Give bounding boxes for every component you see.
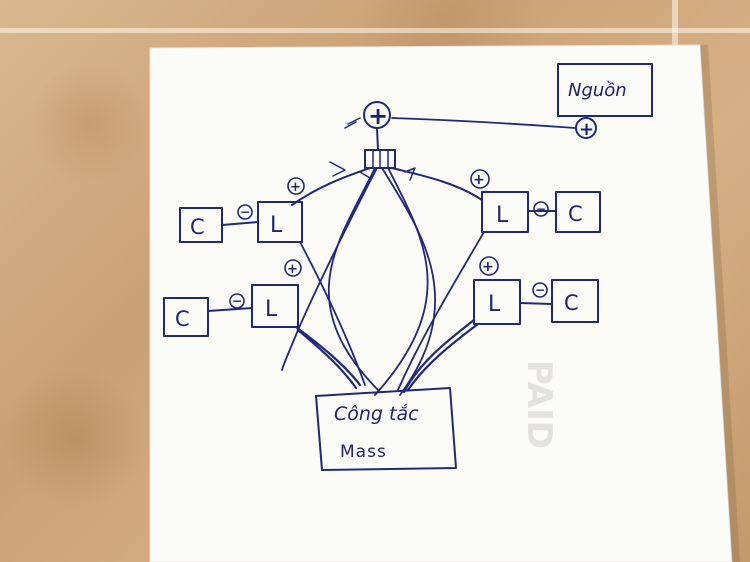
wire-cap-bottom-left (207, 307, 253, 312)
wire-coil-top-left-to-switch (299, 241, 366, 386)
wire-coil-bottom-right-to-switch (402, 318, 480, 394)
capacitor-top-right (555, 191, 601, 233)
wire-terminal-to-switch-b (381, 167, 436, 396)
capacitor-bottom-right (551, 279, 599, 323)
arrow-marks (329, 161, 416, 181)
coil-bottom-left-plus: + (287, 262, 298, 277)
wire-terminal-to-switch-c (327, 167, 379, 391)
coil-bottom-right (473, 279, 521, 325)
coil-bottom-right-plus-marker (479, 256, 499, 276)
source-positive-terminal (575, 117, 597, 139)
terminal-left-scribble (344, 117, 361, 129)
paper-shadow (700, 45, 740, 562)
coil-top-right-minus-marker (533, 201, 549, 217)
source-box (557, 63, 653, 117)
coil-bottom-left-minus: − (232, 294, 242, 308)
source-label: Nguồn (568, 80, 627, 101)
capacitor-bottom-right-label: C (564, 291, 579, 315)
capacitor-top-right-label: C (568, 202, 583, 226)
capacitor-top-left-label: C (190, 215, 205, 239)
coil-top-left-label: L (270, 213, 283, 238)
capacitor-bottom-left-label: C (175, 307, 190, 331)
switch-label-line1: Công tắc (334, 402, 419, 425)
wire-to-coil-top-right (391, 167, 483, 201)
coil-top-left-minus: − (240, 205, 250, 219)
coil-bottom-left-minus-marker (229, 293, 245, 309)
capacitor-bottom-left (163, 297, 209, 337)
source-wire (391, 117, 576, 129)
tile-grout-horizontal (0, 28, 750, 33)
wire-coil-top-right-to-switch (397, 231, 485, 391)
wire-coil-bottom-left-to-switch (294, 325, 362, 390)
main-plus-sign: + (368, 102, 388, 130)
coil-bottom-left-plus-marker (284, 259, 302, 277)
coil-bottom-left-label: L (265, 297, 278, 322)
paper-sheet (149, 44, 733, 562)
coil-top-left-plus-marker (287, 177, 305, 195)
wire-terminal-to-switch-a (281, 167, 378, 371)
coil-top-right-plus-marker (470, 169, 490, 189)
coil-top-right-label: L (496, 203, 509, 228)
coil-bottom-right-minus-marker (532, 282, 548, 298)
switch-box (315, 387, 457, 471)
switch-label-line2: Mass (340, 442, 387, 462)
coil-top-left-minus-marker (237, 204, 253, 220)
wire-cap-top-left (221, 221, 259, 226)
terminal-block-dividers (372, 149, 389, 169)
source-plus-sign: + (579, 119, 594, 140)
capacitor-top-left (179, 207, 223, 243)
wire-terminal-to-switch-d (374, 167, 429, 396)
coil-top-right-minus: − (536, 202, 546, 216)
wire-to-coil-top-left (291, 167, 371, 206)
coil-bottom-right-label: L (488, 292, 501, 317)
watermark-text: PAID (519, 360, 559, 449)
coil-top-left-plus: + (290, 180, 301, 195)
terminal-stem (376, 127, 379, 151)
coil-top-right-plus: + (473, 172, 485, 188)
coil-bottom-right-minus: − (535, 283, 545, 297)
coil-bottom-left (251, 284, 299, 328)
wire-cap-bottom-right (519, 302, 553, 305)
coil-bottom-right-plus: + (482, 259, 494, 275)
